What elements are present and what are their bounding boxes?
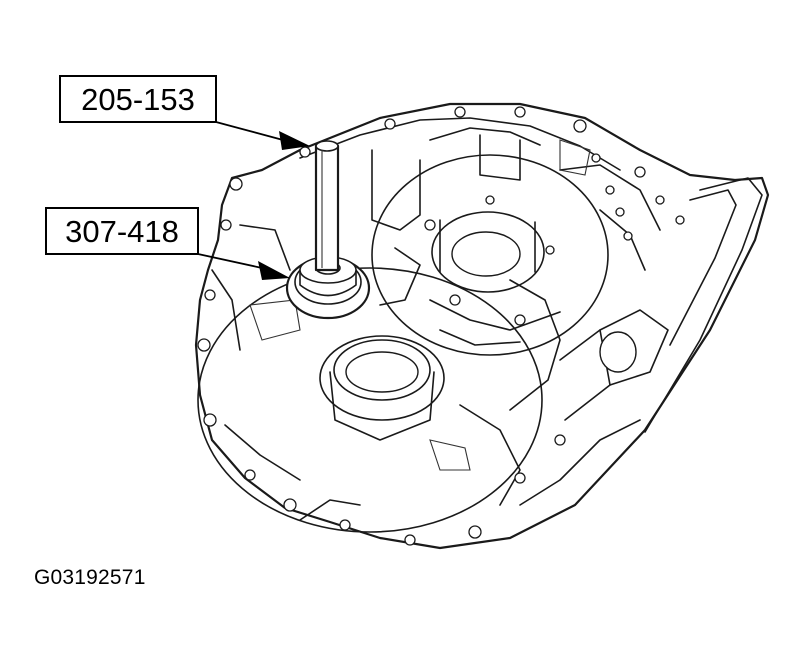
- handle-tool: [314, 140, 340, 272]
- arrowhead-307-418: [258, 261, 290, 280]
- arrowhead-205-153: [279, 131, 310, 150]
- callout-label-307-418: 307-418: [65, 214, 179, 249]
- callout-label-205-153: 205-153: [81, 82, 195, 117]
- leader-line-307-418: [197, 253, 263, 269]
- transmission-case: [194, 102, 770, 550]
- leader-line-205-153: [215, 121, 284, 141]
- figure-id: G03192571: [34, 566, 146, 589]
- callout-205-153: 205-153: [59, 75, 310, 150]
- callout-307-418: 307-418: [45, 207, 290, 280]
